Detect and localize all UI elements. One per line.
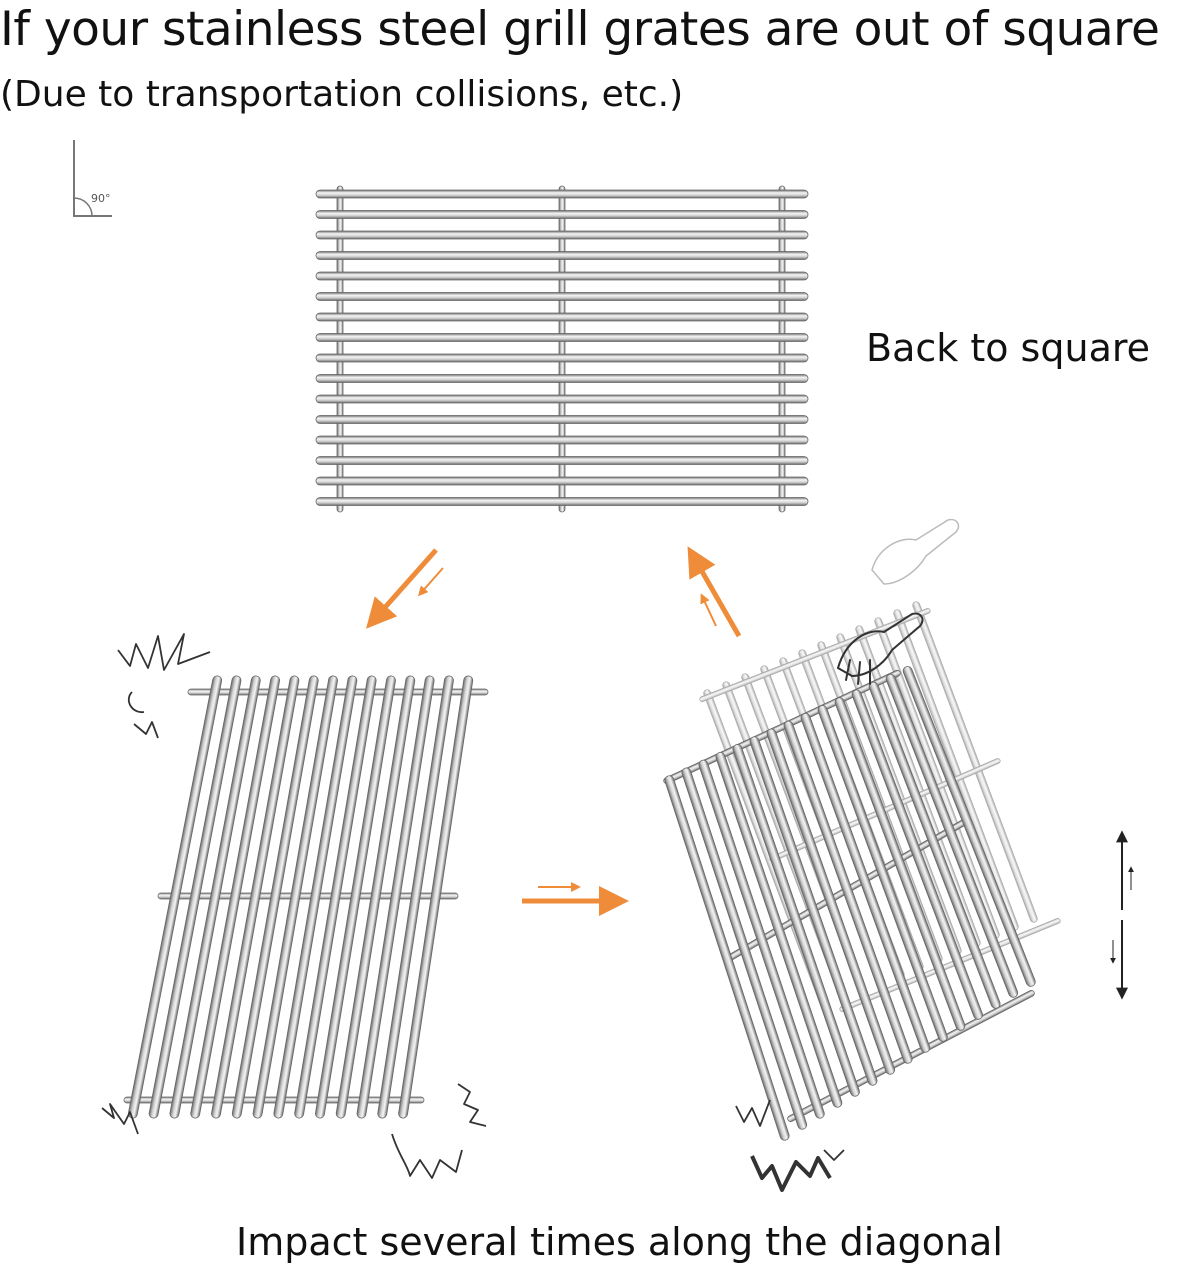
grate-rod	[766, 728, 896, 1075]
grate-rod	[252, 675, 338, 1119]
page-title: If your stainless steel grill grates are…	[0, 2, 1160, 57]
grate-rod	[315, 415, 809, 424]
grate-rod	[273, 675, 358, 1119]
grate-rod	[315, 675, 396, 1119]
grate-rod	[783, 720, 913, 1064]
grate-cross-bar	[558, 185, 566, 513]
grate-rod	[148, 675, 242, 1119]
grate-rod	[315, 394, 809, 404]
grate-rod	[356, 675, 435, 1119]
grate-rod	[868, 681, 1001, 1009]
impact-instruction-label: Impact several times along the diagonal	[236, 1220, 1003, 1264]
grate-rod	[315, 456, 809, 465]
grate-rod	[169, 675, 261, 1119]
grate-cross-bar	[839, 918, 1061, 1012]
grate-rod	[335, 675, 416, 1119]
page-subtitle: (Due to transportation collisions, etc.)	[0, 74, 684, 115]
grate-rod	[817, 705, 948, 1042]
grate-rod	[732, 744, 860, 1097]
grate-rod	[315, 251, 809, 260]
grate-rod	[315, 476, 809, 486]
arrow-down-left-icon	[366, 548, 444, 629]
square-grate	[315, 185, 809, 513]
arrow-right-icon	[522, 882, 629, 916]
grate-cross-bar	[123, 1096, 425, 1104]
grate-cross-bar	[778, 185, 786, 513]
grate-rod	[377, 675, 454, 1119]
grate-rod	[315, 333, 809, 342]
angle-label: 90°	[91, 192, 111, 205]
right-angle-icon: 90°	[73, 140, 112, 217]
grate-rod	[294, 675, 377, 1119]
grate-rod	[211, 675, 300, 1119]
impact-burst-icon	[101, 633, 845, 1192]
grate-cross-bar	[336, 185, 344, 513]
grate-rod	[315, 353, 809, 363]
grate-rod	[231, 675, 319, 1119]
skewed-grate	[123, 675, 489, 1119]
grate-rod	[315, 312, 809, 322]
arrow-up-left-icon	[687, 546, 742, 638]
grate-rod	[315, 435, 809, 445]
grate-rod	[190, 675, 280, 1119]
grate-rod	[749, 736, 878, 1086]
hand-icon	[836, 612, 924, 685]
grate-rod	[315, 271, 809, 281]
grate-rod	[664, 775, 790, 1141]
grate-rod	[398, 675, 474, 1119]
grate-rod	[315, 374, 809, 383]
back-to-square-label: Back to square	[866, 326, 1151, 370]
grate-rod	[912, 601, 1038, 923]
grate-rod	[885, 673, 1019, 998]
grate-rod	[681, 767, 808, 1130]
grate-rod	[893, 609, 1019, 931]
vertical-double-arrow-icon	[1110, 830, 1134, 1000]
grate-rod	[315, 292, 809, 301]
grate-rod	[834, 697, 966, 1031]
tilted-grate	[663, 666, 1036, 1141]
grate-rod	[800, 712, 931, 1053]
grate-rod	[715, 751, 843, 1108]
grate-rod	[315, 230, 809, 240]
grate-rod	[851, 689, 983, 1020]
hand-icon	[871, 518, 960, 585]
grate-rod	[315, 497, 809, 506]
grate-rod	[698, 759, 825, 1119]
grate-rod	[315, 210, 809, 219]
grate-rod	[315, 189, 809, 199]
grate-rod	[902, 666, 1036, 987]
